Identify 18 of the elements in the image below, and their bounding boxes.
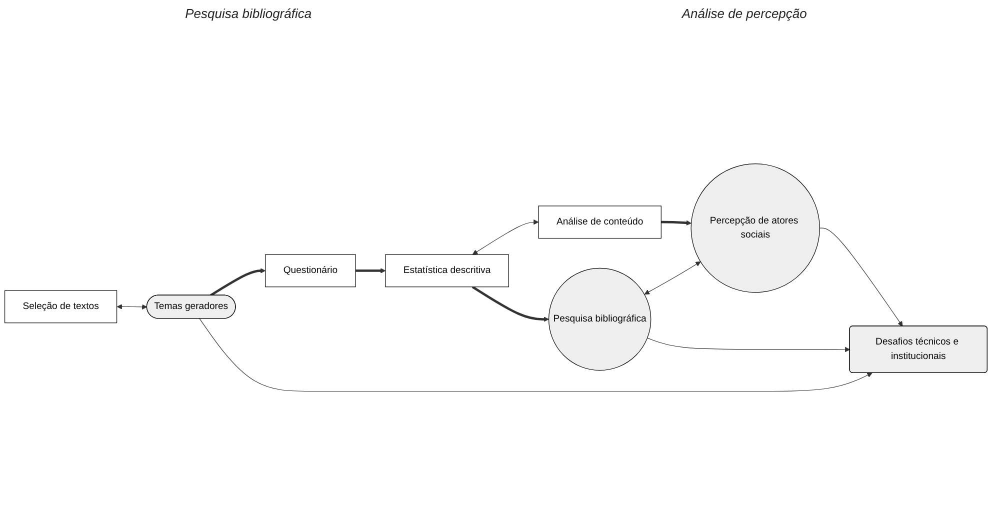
arrow (661, 220, 692, 226)
arrow (644, 261, 701, 294)
arrow (116, 304, 148, 310)
section-heading: Análise de percepção (682, 6, 807, 23)
arrow (210, 268, 266, 296)
arrow (647, 338, 850, 352)
node-box: Seleção de textos (4, 290, 118, 324)
arrow (199, 318, 872, 392)
node-circle: Pesquisa bibliográfica (548, 268, 652, 371)
arrow (472, 219, 539, 255)
section-heading: Pesquisa bibliográfica (185, 6, 312, 23)
node-box: Estatística descritiva (385, 254, 509, 288)
node-box: Questionário (265, 254, 356, 288)
arrow (356, 268, 386, 274)
node-circle: Percepção de atores sociais (690, 163, 820, 293)
arrow (819, 228, 903, 326)
arrow (472, 286, 550, 322)
node-box: Análise de conteúdo (538, 206, 662, 239)
